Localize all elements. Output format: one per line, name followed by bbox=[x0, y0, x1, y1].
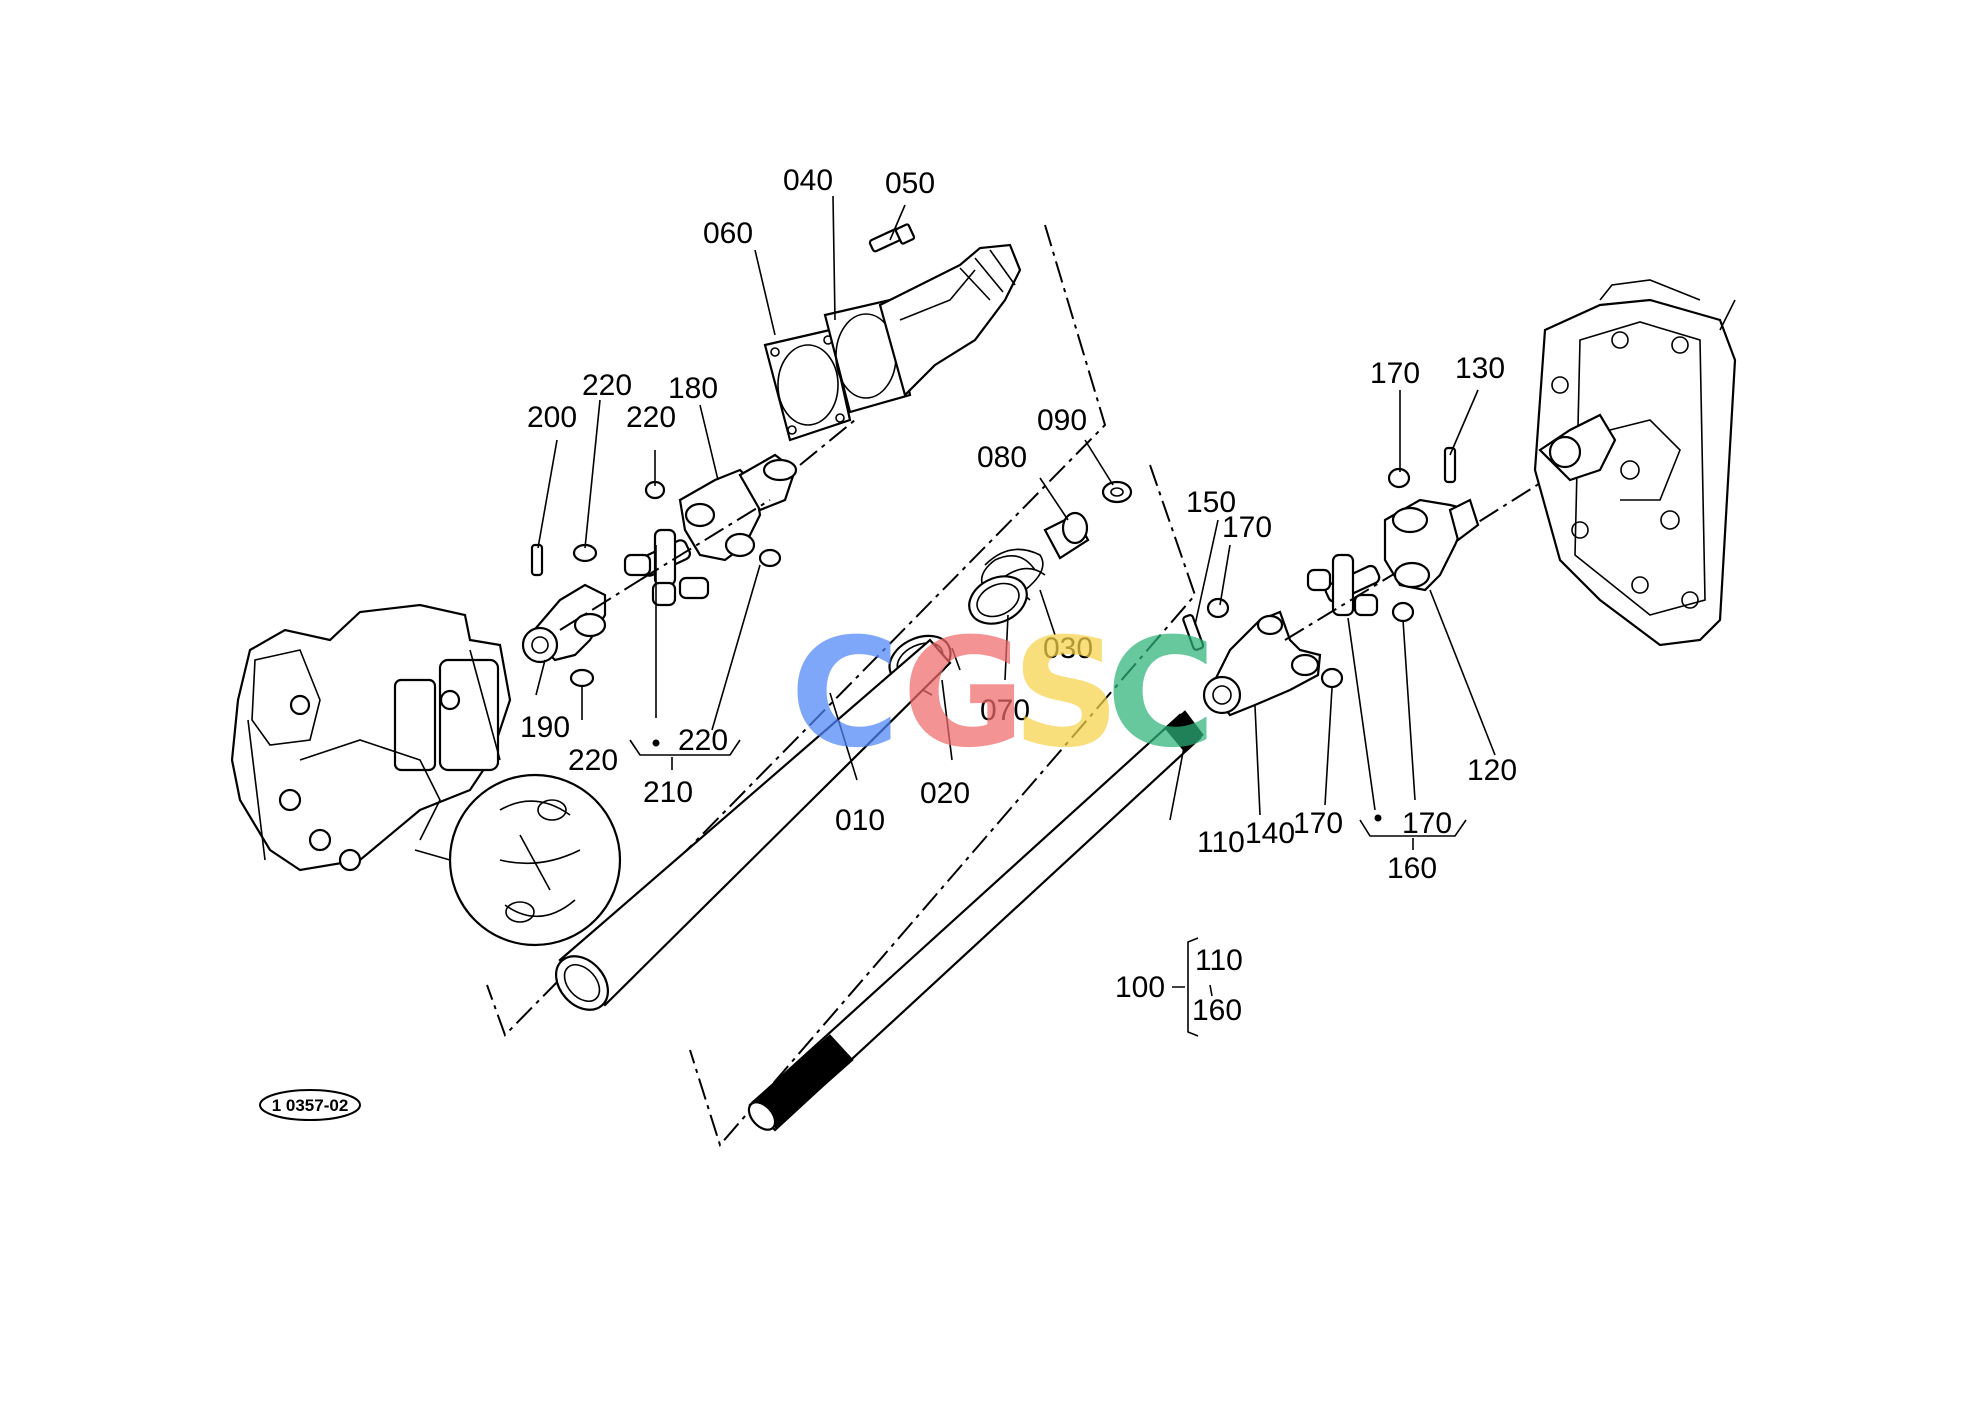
leader-lines bbox=[535, 195, 1496, 850]
yoke-190 bbox=[521, 579, 641, 664]
front-axle-housing bbox=[230, 603, 512, 872]
spring-pin-130 bbox=[1443, 446, 1457, 484]
label-190: 190 bbox=[520, 711, 570, 744]
label-110: 110 bbox=[1197, 826, 1245, 859]
legend-child-110: 110 bbox=[1195, 944, 1243, 977]
detail-magnifier bbox=[414, 773, 622, 947]
label-220-a: 220 bbox=[582, 369, 632, 402]
transmission-housing bbox=[1533, 279, 1737, 647]
diagram-code-badge: 1 0357-02 bbox=[259, 1089, 361, 1121]
label-170-a: 170 bbox=[1222, 511, 1272, 544]
label-080: 080 bbox=[977, 441, 1027, 474]
label-140: 140 bbox=[1245, 817, 1295, 850]
watermark-letter-2: G bbox=[902, 607, 1025, 781]
label-220-d: 220 bbox=[678, 724, 728, 757]
label-210: 210 bbox=[643, 776, 693, 809]
watermark-letter-1: C bbox=[790, 607, 900, 781]
label-010: 010 bbox=[835, 804, 885, 837]
label-220-b: 220 bbox=[626, 401, 676, 434]
label-160: 160 bbox=[1387, 852, 1437, 885]
boot-cover-040 bbox=[823, 243, 1022, 414]
label-070: 070 bbox=[980, 694, 1030, 727]
yoke-140 bbox=[1202, 610, 1322, 717]
legend-parent: 100 bbox=[1115, 971, 1165, 1004]
shaft-110 bbox=[747, 710, 1204, 1132]
snap-rings-220 bbox=[569, 480, 782, 688]
cross-joint-spider-right bbox=[1306, 553, 1381, 617]
legend-child-160: 160 bbox=[1192, 994, 1242, 1027]
bolt-050 bbox=[868, 223, 916, 253]
label-050: 050 bbox=[885, 167, 935, 200]
watermark-letter-4: C bbox=[1106, 607, 1216, 781]
spring-pin-200 bbox=[530, 543, 544, 577]
label-170-c: 170 bbox=[1293, 807, 1343, 840]
lower-assembly-outline bbox=[689, 464, 1197, 1148]
ring-070 bbox=[968, 575, 1028, 625]
bushing-080 bbox=[1043, 511, 1090, 560]
yoke-120 bbox=[1383, 498, 1480, 592]
label-130: 130 bbox=[1455, 352, 1505, 385]
spring-pin-150 bbox=[1182, 614, 1205, 651]
watermark-letter-3: S bbox=[1012, 607, 1120, 781]
assembly-legend: 100 110 160 bbox=[1115, 937, 1243, 1037]
label-030: 030 bbox=[1043, 632, 1093, 665]
label-060: 060 bbox=[703, 217, 753, 250]
yoke-180 bbox=[678, 453, 798, 562]
gasket-060 bbox=[763, 328, 852, 442]
snap-rings-170 bbox=[1206, 467, 1415, 689]
part-labels: 040 050 060 220 180 200 220 090 080 150 … bbox=[520, 164, 1517, 885]
label-180: 180 bbox=[668, 372, 718, 405]
washer-090 bbox=[1101, 480, 1133, 504]
label-040: 040 bbox=[783, 164, 833, 197]
label-150: 150 bbox=[1186, 486, 1236, 519]
cgsc-watermark: C G S C bbox=[790, 607, 1216, 781]
label-020: 020 bbox=[920, 777, 970, 810]
upper-assembly-outline bbox=[486, 224, 1107, 1037]
diagram-code: 1 0357-02 bbox=[272, 1096, 349, 1115]
label-200: 200 bbox=[527, 401, 577, 434]
cross-joint-spider bbox=[623, 528, 710, 607]
label-090: 090 bbox=[1037, 404, 1087, 437]
label-220-c: 220 bbox=[568, 744, 618, 777]
label-120: 120 bbox=[1467, 754, 1517, 787]
label-170-b: 170 bbox=[1370, 357, 1420, 390]
label-170-d: 170 bbox=[1402, 807, 1452, 840]
shaft-tube-010 bbox=[555, 638, 952, 1011]
